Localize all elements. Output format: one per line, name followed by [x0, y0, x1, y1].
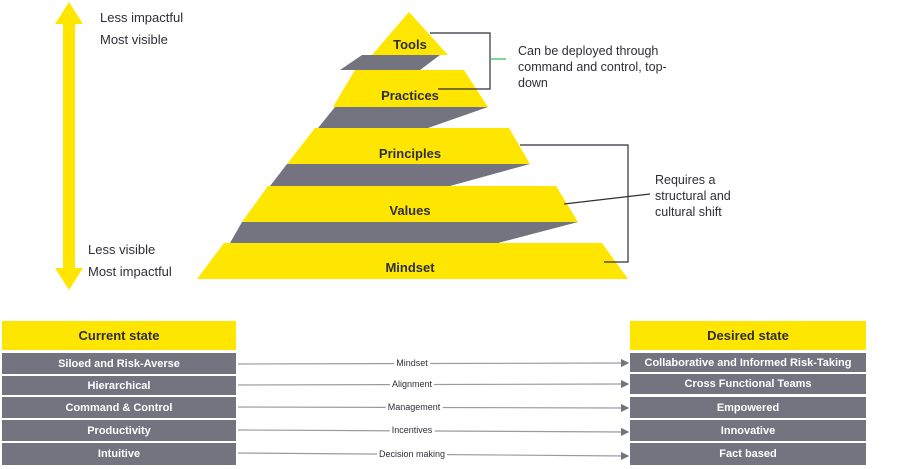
desired-state-header: Desired state — [630, 321, 866, 350]
tier-label-principles: Principles — [379, 146, 441, 161]
callout-bottom-line: cultural shift — [655, 205, 722, 219]
desired-state-row: Collaborative and Informed Risk-Taking — [630, 353, 866, 374]
desired-state-row: Empowered — [630, 397, 866, 420]
transition-label-alignment: Alignment — [389, 379, 435, 389]
transition-label-mindset: Mindset — [394, 358, 430, 368]
callout-bottom: Requires a structural and cultural shift — [655, 172, 731, 220]
pyramid: Tools Practices Principles Values Mindse… — [197, 12, 651, 279]
current-state-header: Current state — [2, 321, 236, 350]
desired-state-row: Innovative — [630, 420, 866, 443]
current-state-row: Hierarchical — [2, 376, 236, 397]
callout-top-line: Can be deployed through — [518, 44, 659, 58]
pyramid-tier-mindset — [197, 243, 628, 279]
current-state-row: Productivity — [2, 420, 236, 443]
tier-label-mindset: Mindset — [385, 260, 435, 275]
callout-top-line: down — [518, 76, 548, 90]
callout-bottom-line: Requires a — [655, 173, 716, 187]
top-bracket — [430, 32, 491, 90]
transition-label-incentives: Incentives — [389, 425, 435, 435]
pyramid-tier-principles — [287, 128, 530, 164]
bottom-bracket — [520, 144, 629, 263]
pyramid-tier-practices — [333, 70, 488, 107]
desired-state-row: Fact based — [630, 443, 866, 467]
note-most-impactful: Most impactful — [88, 264, 172, 279]
pyramid-connector — [270, 164, 530, 186]
callout-bottom-line: structural and — [655, 189, 731, 203]
current-state-row: Intuitive — [2, 443, 236, 467]
pyramid-tier-values — [242, 186, 578, 222]
callout-top-line: command and control, top- — [518, 60, 667, 74]
pyramid-connector — [340, 55, 440, 70]
current-state-row: Command & Control — [2, 397, 236, 420]
bottom-notes: Less visible Most impactful — [88, 239, 172, 283]
bottom-bracket-pointer — [563, 193, 651, 205]
pyramid-connector — [230, 222, 578, 243]
impact-visibility-arrow — [55, 2, 83, 290]
callout-top: Can be deployed through command and cont… — [518, 43, 667, 91]
transition-label-management: Management — [385, 402, 443, 412]
top-notes: Less impactful Most visible — [100, 7, 183, 51]
pyramid-tier-tools — [372, 12, 448, 55]
note-less-impactful: Less impactful — [100, 10, 184, 25]
note-most-visible: Most visible — [100, 32, 168, 47]
transition-label-decision-making: Decision making — [376, 449, 448, 459]
tier-label-practices: Practices — [381, 88, 439, 103]
pyramid-connector — [318, 107, 488, 128]
desired-state-row: Cross Functional Teams — [630, 374, 866, 396]
note-less-visible: Less visible — [88, 242, 156, 257]
tier-label-values: Values — [389, 203, 430, 218]
transition-arrow — [237, 358, 630, 368]
tier-label-tools: Tools — [393, 37, 427, 52]
current-state-row: Siloed and Risk-Averse — [2, 353, 236, 376]
